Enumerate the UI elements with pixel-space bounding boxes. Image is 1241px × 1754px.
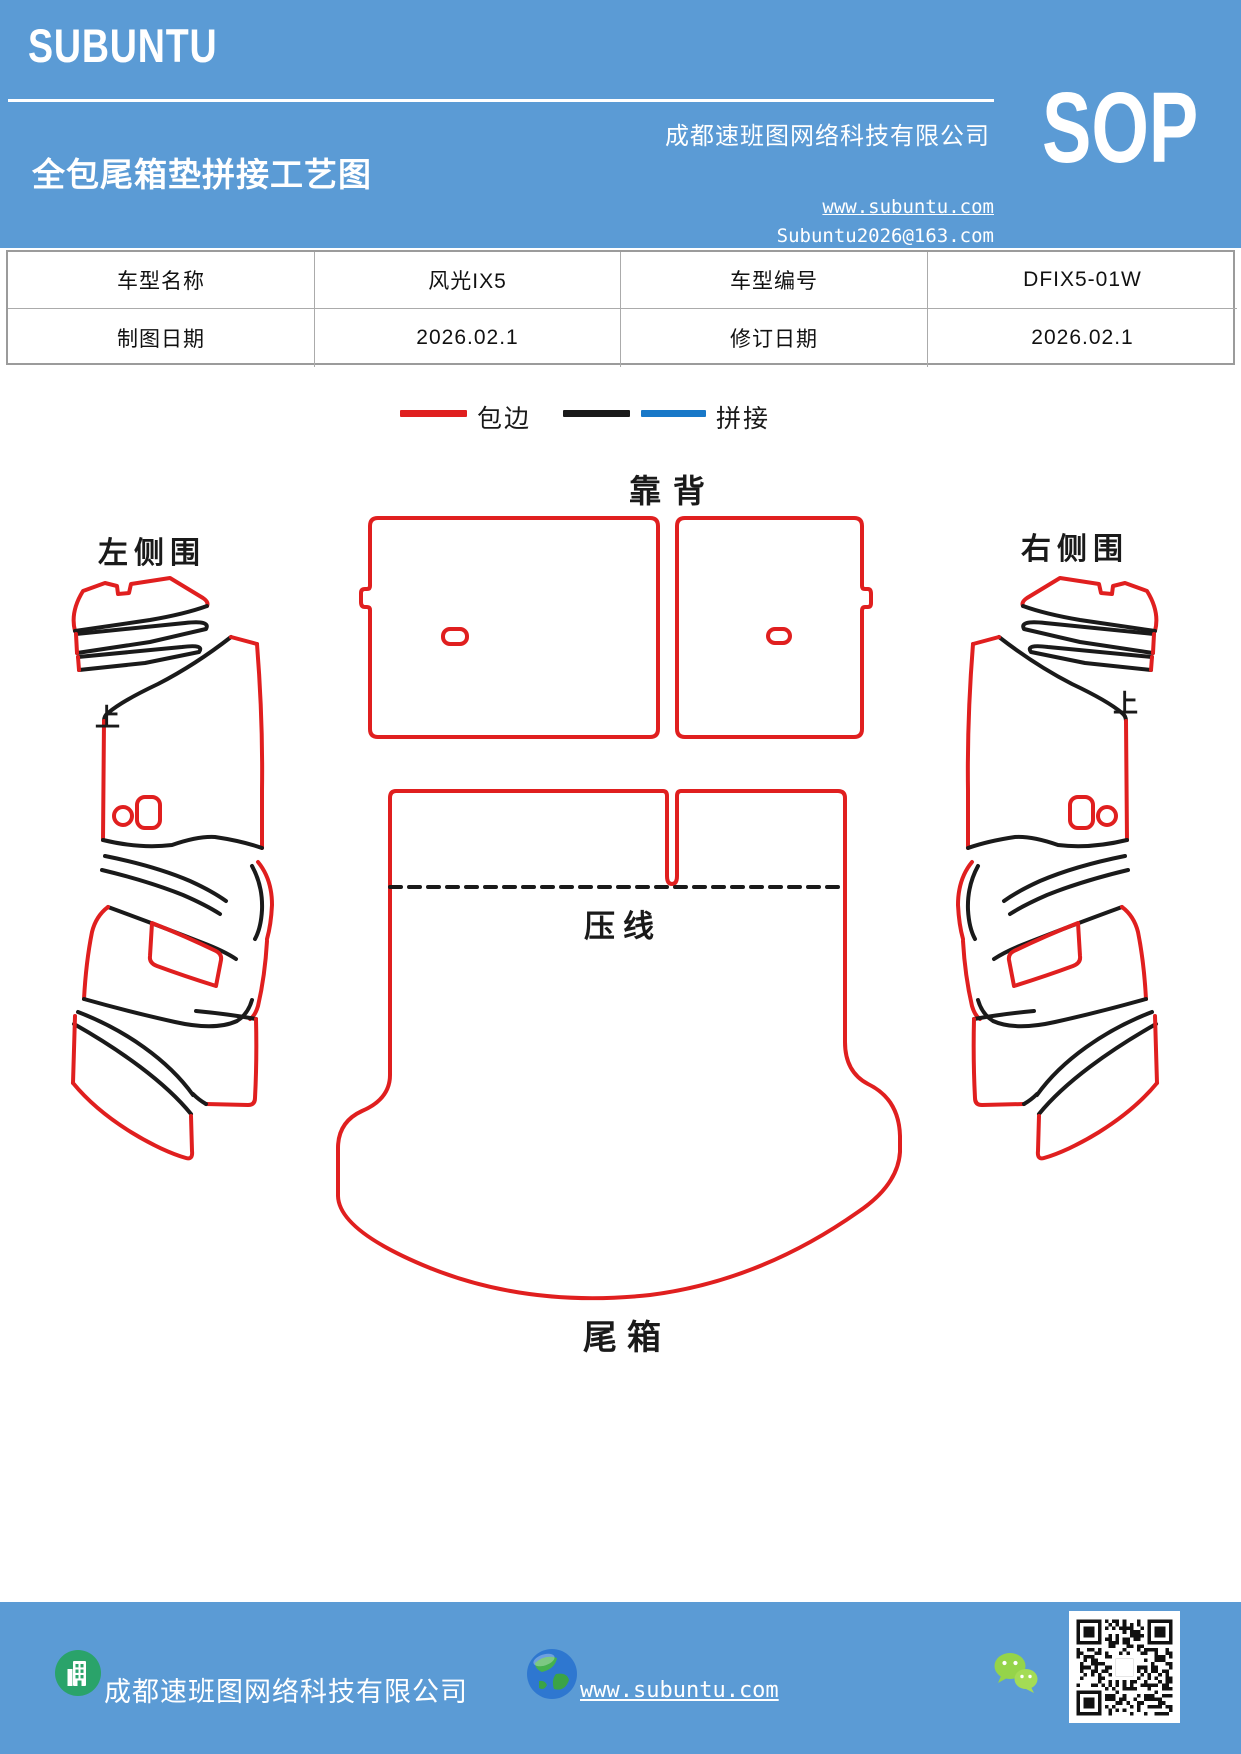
table-value-revise-date: 2026.02.1 bbox=[1031, 326, 1134, 349]
right-side-label: 右侧围 bbox=[1021, 533, 1129, 566]
footer-company-name: 成都速班图网络科技有限公司 bbox=[104, 1677, 468, 1707]
sop-badge: SOP bbox=[1042, 72, 1199, 184]
building-icon bbox=[55, 1650, 101, 1696]
table-label-model-name: 车型名称 bbox=[8, 252, 315, 309]
header-banner: SUBUNTU 全包尾箱垫拼接工艺图 成都速班图网络科技有限公司 www.sub… bbox=[0, 0, 1241, 248]
left-side-label: 左侧围 bbox=[98, 537, 206, 570]
vehicle-info-table: 车型名称 风光IX5 车型编号 DFIX5-01W 制图日期 2026.02.1… bbox=[6, 250, 1237, 367]
crease-label: 压线 bbox=[584, 909, 662, 944]
header-divider-line bbox=[8, 99, 994, 102]
table-value-draw-date: 2026.02.1 bbox=[315, 309, 621, 367]
backrest-left-piece bbox=[359, 516, 660, 739]
page-title: 全包尾箱垫拼接工艺图 bbox=[32, 156, 372, 193]
table-label-revise-date: 修订日期 bbox=[621, 309, 928, 367]
legend-splice-blue-swatch bbox=[641, 410, 706, 417]
qr-code bbox=[1069, 1611, 1180, 1723]
globe-icon bbox=[527, 1649, 577, 1699]
legend-splice-label: 拼接 bbox=[716, 405, 771, 433]
up-label-left: 上 bbox=[95, 704, 121, 732]
table-label-model-code: 车型编号 bbox=[621, 252, 928, 309]
trunk-label: 尾箱 bbox=[583, 1319, 671, 1357]
wechat-icon bbox=[994, 1653, 1038, 1693]
up-label-right: 上 bbox=[1113, 690, 1139, 718]
header-website-link[interactable]: www.subuntu.com bbox=[822, 196, 994, 218]
table-value-model-name: 风光IX5 bbox=[315, 252, 621, 309]
table-value-model-code: DFIX5-01W bbox=[928, 252, 1237, 309]
header-email: Subuntu2026@163.com bbox=[776, 225, 994, 247]
header-company-name: 成都速班图网络科技有限公司 bbox=[665, 124, 990, 150]
backrest-label: 靠背 bbox=[629, 473, 718, 509]
legend-edge-swatch bbox=[400, 410, 467, 417]
legend-edge-label: 包边 bbox=[477, 405, 532, 433]
brand-logo: SUBUNTU bbox=[28, 19, 218, 72]
backrest-right-piece bbox=[675, 516, 873, 739]
footer-website-link[interactable]: www.subuntu.com bbox=[580, 1678, 779, 1703]
legend-splice-black-swatch bbox=[563, 410, 630, 417]
right-side-panel bbox=[956, 576, 1159, 1161]
left-side-panel bbox=[71, 576, 274, 1161]
trunk-piece bbox=[336, 789, 902, 1301]
table-label-draw-date: 制图日期 bbox=[8, 309, 315, 367]
